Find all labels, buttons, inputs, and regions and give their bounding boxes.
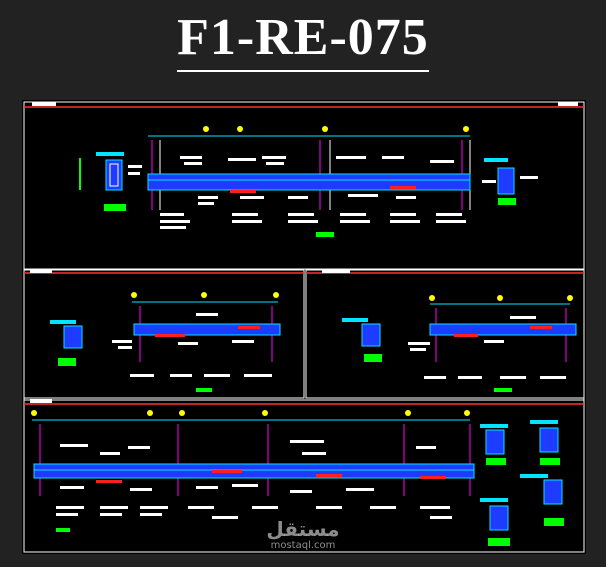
watermark-latin-text: mostaql.com <box>270 540 336 551</box>
panel-middle-right-beam-elevation <box>305 269 585 399</box>
mostaql-watermark: مستقل mostaql.com <box>258 518 348 558</box>
panel-middle-left-beam-elevation <box>23 269 305 399</box>
title-container: F1-RE-075 <box>0 8 606 78</box>
panel-bottom-beam-elevation <box>23 399 585 553</box>
watermark-arabic-text: مستقل <box>266 517 340 541</box>
drawing-title: F1-RE-075 <box>177 8 429 72</box>
panel-top-beam-elevation <box>23 101 585 270</box>
